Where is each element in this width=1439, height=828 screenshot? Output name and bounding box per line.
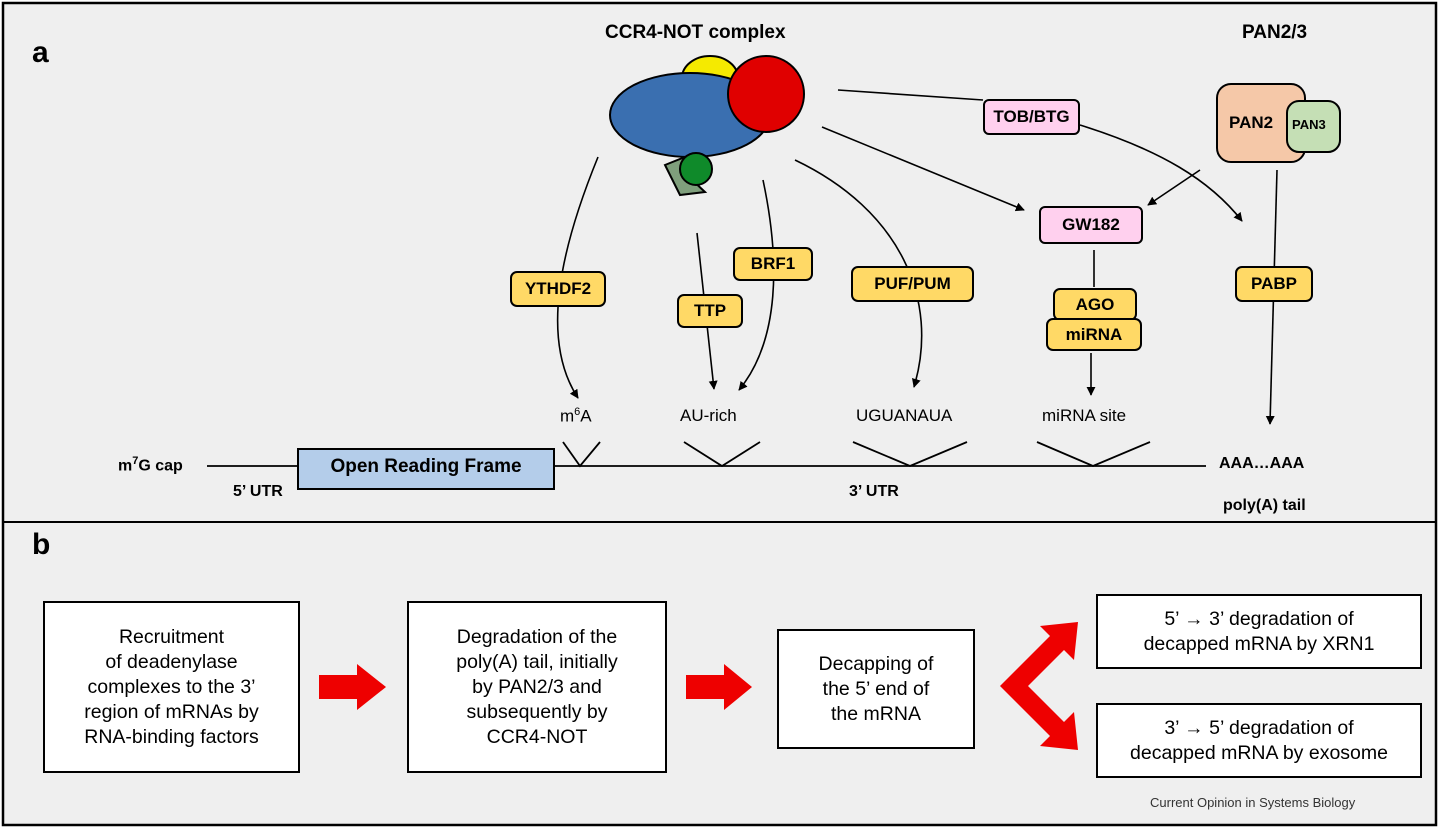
pan3-label: PAN3: [1292, 117, 1326, 132]
m6a-site-label: m6A: [560, 406, 592, 426]
uguanaua-label: UGUANAUA: [856, 406, 953, 425]
pan2-3-title: PAN2/3: [1242, 22, 1308, 43]
panel-b-letter: b: [32, 528, 51, 561]
brf1-box: BRF1: [733, 247, 813, 281]
mrna-strand: [207, 441, 1206, 468]
puf-pum-box: PUF/PUM: [851, 266, 974, 302]
ccr4-not-complex-icon: [609, 55, 805, 197]
utr5-label: 5’ UTR: [233, 483, 283, 500]
ago-box: AGO: [1053, 288, 1137, 321]
split-arrow-up: [1000, 622, 1078, 686]
pan2-label: PAN2: [1229, 113, 1274, 132]
ccr4-not-title: CCR4-NOT complex: [605, 22, 786, 43]
mirna-box: miRNA: [1046, 318, 1142, 351]
au-rich-label: AU-rich: [680, 406, 737, 425]
split-arrow-down: [1000, 686, 1078, 750]
polya-tail-label: poly(A) tail: [1223, 497, 1306, 514]
ythdf2-box: YTHDF2: [510, 271, 606, 307]
orf-label: Open Reading Frame: [330, 456, 522, 477]
pabp-box: PABP: [1235, 266, 1313, 302]
pan2-pan3-icon: [1216, 83, 1341, 163]
m7g-cap-label: m7G cap: [118, 455, 183, 475]
ttp-box: TTP: [677, 294, 743, 328]
polya-label: AAA…AAA: [1219, 455, 1305, 472]
tob-btg-box: TOB/BTG: [983, 99, 1080, 135]
utr3-label: 3’ UTR: [849, 483, 899, 500]
orf-box: [297, 448, 555, 490]
flow-arrows: [319, 622, 1078, 750]
mirna-site-label: miRNA site: [1042, 406, 1127, 425]
panel-a-letter: a: [32, 36, 49, 69]
gw182-box: GW182: [1039, 206, 1143, 244]
journal-credit: Current Opinion in Systems Biology: [1150, 795, 1356, 810]
